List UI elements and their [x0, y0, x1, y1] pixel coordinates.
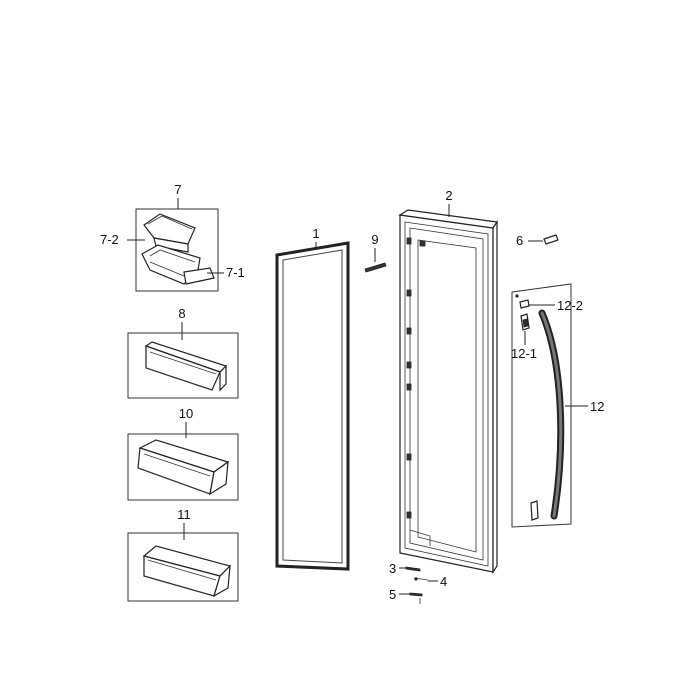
- part-10-door-bin[interactable]: [137, 439, 230, 496]
- part-12-1-bracket[interactable]: [520, 313, 530, 331]
- callout-7: 7: [174, 182, 181, 197]
- handle-bottom-bracket[interactable]: [530, 500, 539, 521]
- callout-12: 12: [590, 399, 604, 414]
- callout-9: 9: [371, 232, 378, 247]
- part-2-door-assembly[interactable]: [398, 209, 499, 574]
- callout-3: 3: [389, 561, 396, 576]
- callout-4: 4: [440, 574, 447, 589]
- part-12-2-screw[interactable]: [515, 294, 530, 309]
- part-7-box: [135, 208, 219, 292]
- callout-5: 5: [389, 587, 396, 602]
- callout-7-1: 7-1: [226, 265, 245, 280]
- part-12-box: [511, 283, 572, 528]
- part-12-handle[interactable]: [538, 309, 565, 520]
- part-10-box: [127, 433, 239, 501]
- callout-2: 2: [445, 188, 452, 203]
- callout-11: 11: [177, 507, 191, 522]
- callout-8: 8: [178, 306, 185, 321]
- callout-6: 6: [516, 233, 523, 248]
- callout-12-2: 12-2: [557, 298, 583, 313]
- part-7-group[interactable]: [135, 208, 219, 292]
- part-4-washer[interactable]: [413, 577, 429, 581]
- part-9-strip[interactable]: [364, 262, 387, 273]
- part-8-box: [127, 332, 239, 399]
- part-3-hinge-pin[interactable]: [405, 566, 421, 572]
- part-7-1-bin[interactable]: [141, 244, 215, 285]
- part-5-screw[interactable]: [409, 592, 423, 604]
- part-11-door-bin[interactable]: [142, 545, 232, 598]
- callout-1: 1: [312, 226, 319, 241]
- part-1-door-gasket[interactable]: [275, 241, 350, 571]
- part-11-box: [127, 532, 239, 602]
- callout-7-2: 7-2: [100, 232, 119, 247]
- callout-12-1: 12-1: [511, 346, 537, 361]
- part-7-2-bin[interactable]: [143, 213, 196, 253]
- part-8-door-bin[interactable]: [144, 341, 228, 392]
- part-6-cap[interactable]: [543, 234, 559, 245]
- callout-10: 10: [179, 406, 193, 421]
